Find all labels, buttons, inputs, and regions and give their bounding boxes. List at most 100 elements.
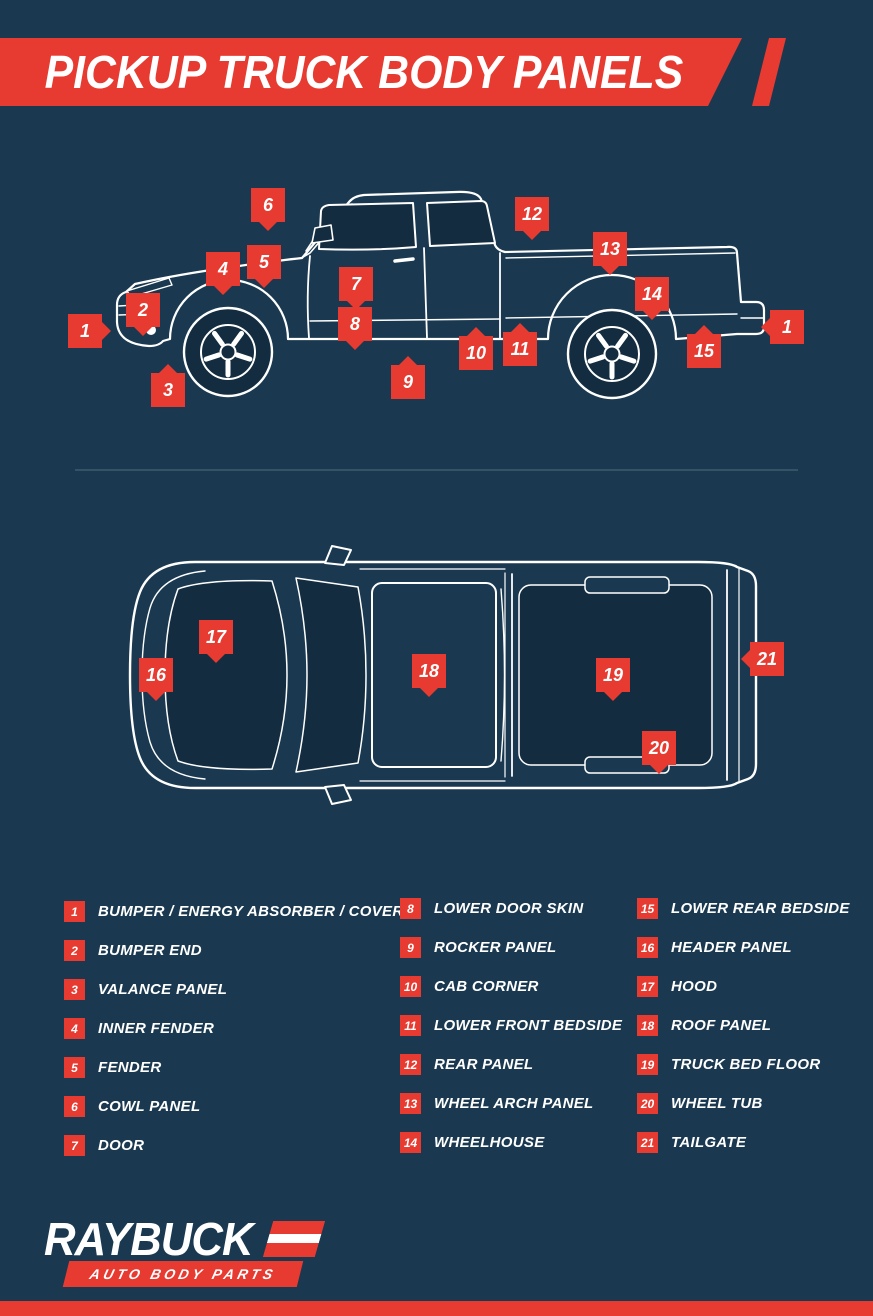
legend-item: 21 TAILGATE bbox=[637, 1132, 850, 1153]
legend-number-badge: 10 bbox=[400, 976, 421, 997]
marker-20: 20 bbox=[642, 731, 676, 765]
marker-4: 4 bbox=[206, 252, 240, 286]
legend-label: LOWER FRONT BEDSIDE bbox=[434, 1017, 623, 1034]
legend-item: 9 ROCKER PANEL bbox=[400, 937, 622, 958]
legend-label: REAR PANEL bbox=[434, 1056, 534, 1073]
marker-number: 1 bbox=[781, 316, 792, 337]
marker-2: 2 bbox=[126, 293, 160, 327]
marker-1-right: 1 bbox=[770, 310, 804, 344]
marker-6: 6 bbox=[251, 188, 285, 222]
marker-number: 19 bbox=[602, 664, 624, 685]
legend-label: ROCKER PANEL bbox=[434, 939, 557, 956]
legend-label: TAILGATE bbox=[671, 1134, 747, 1151]
marker-19: 19 bbox=[596, 658, 630, 692]
legend-number-badge: 6 bbox=[64, 1096, 85, 1117]
marker-number: 2 bbox=[137, 299, 148, 320]
brand-flag-icon bbox=[262, 1221, 325, 1257]
brand-tagline-bar: AUTO BODY PARTS bbox=[62, 1261, 304, 1287]
marker-number: 9 bbox=[402, 371, 413, 392]
legend-number-badge: 14 bbox=[400, 1132, 421, 1153]
legend-item: 14 WHEELHOUSE bbox=[400, 1132, 622, 1153]
marker-3: 3 bbox=[151, 373, 185, 407]
marker-number: 7 bbox=[350, 273, 361, 294]
marker-number: 6 bbox=[262, 194, 273, 215]
marker-13: 13 bbox=[593, 232, 627, 266]
marker-number: 18 bbox=[418, 660, 440, 681]
marker-number: 21 bbox=[756, 648, 778, 669]
legend-number-badge: 18 bbox=[637, 1015, 658, 1036]
marker-number: 15 bbox=[693, 340, 715, 361]
marker-17: 17 bbox=[199, 620, 233, 654]
marker-number: 3 bbox=[162, 379, 173, 400]
flag-stripe-white bbox=[266, 1234, 322, 1243]
legend-label: LOWER REAR BEDSIDE bbox=[671, 900, 850, 917]
marker-14: 14 bbox=[635, 277, 669, 311]
legend-number-badge: 9 bbox=[400, 937, 421, 958]
marker-7: 7 bbox=[339, 267, 373, 301]
marker-number: 10 bbox=[465, 342, 487, 363]
legend-number-badge: 13 bbox=[400, 1093, 421, 1114]
legend-number-badge: 15 bbox=[637, 898, 658, 919]
marker-number: 12 bbox=[521, 203, 543, 224]
legend-label: WHEEL ARCH PANEL bbox=[434, 1095, 594, 1112]
legend-number-badge: 19 bbox=[637, 1054, 658, 1075]
legend-number-badge: 16 bbox=[637, 937, 658, 958]
flag-stripe-red bbox=[269, 1221, 325, 1234]
legend-number-badge: 2 bbox=[64, 940, 85, 961]
marker-number: 17 bbox=[205, 626, 227, 647]
legend-number-badge: 21 bbox=[637, 1132, 658, 1153]
legend-item: 12 REAR PANEL bbox=[400, 1054, 622, 1075]
flag-stripe-red-bottom bbox=[262, 1243, 319, 1257]
legend-item: 15 LOWER REAR BEDSIDE bbox=[637, 898, 850, 919]
marker-number: 16 bbox=[145, 664, 167, 685]
legend-number-badge: 20 bbox=[637, 1093, 658, 1114]
marker-16: 16 bbox=[139, 658, 173, 692]
marker-5: 5 bbox=[247, 245, 281, 279]
marker-9: 9 bbox=[391, 365, 425, 399]
marker-number: 20 bbox=[648, 737, 670, 758]
marker-number: 8 bbox=[349, 313, 360, 334]
brand-logo: RAYBUCK bbox=[44, 1212, 325, 1266]
legend-label: DOOR bbox=[98, 1137, 145, 1154]
legend-label: FENDER bbox=[98, 1059, 162, 1076]
legend-item: 6 COWL PANEL bbox=[64, 1096, 403, 1117]
legend-number-badge: 3 bbox=[64, 979, 85, 1000]
legend-label: TRUCK BED FLOOR bbox=[671, 1056, 821, 1073]
brand-name: RAYBUCK bbox=[44, 1213, 254, 1265]
marker-21: 21 bbox=[750, 642, 784, 676]
legend-item: 19 TRUCK BED FLOOR bbox=[637, 1054, 850, 1075]
marker-number: 1 bbox=[79, 320, 90, 341]
page-title: PICKUP TRUCK BODY PANELS bbox=[44, 46, 684, 98]
legend-label: WHEELHOUSE bbox=[434, 1134, 545, 1151]
marker-8: 8 bbox=[338, 307, 372, 341]
header-banner: PICKUP TRUCK BODY PANELS bbox=[0, 38, 742, 106]
legend-number-badge: 11 bbox=[400, 1015, 421, 1036]
marker-12: 12 bbox=[515, 197, 549, 231]
marker-11: 11 bbox=[503, 332, 537, 366]
header-banner-stripe bbox=[752, 38, 786, 106]
legend-label: BUMPER / ENERGY ABSORBER / COVER bbox=[98, 903, 404, 920]
legend-label: HOOD bbox=[671, 978, 718, 995]
marker-10: 10 bbox=[459, 336, 493, 370]
legend-label: INNER FENDER bbox=[98, 1020, 215, 1037]
footer-accent-strip bbox=[0, 1301, 873, 1316]
legend-label: BUMPER END bbox=[98, 942, 202, 959]
legend-number-badge: 17 bbox=[637, 976, 658, 997]
marker-number: 11 bbox=[510, 338, 530, 359]
marker-18: 18 bbox=[412, 654, 446, 688]
legend-number-badge: 8 bbox=[400, 898, 421, 919]
legend-label: COWL PANEL bbox=[98, 1098, 201, 1115]
marker-number: 5 bbox=[258, 251, 269, 272]
legend-number-badge: 12 bbox=[400, 1054, 421, 1075]
